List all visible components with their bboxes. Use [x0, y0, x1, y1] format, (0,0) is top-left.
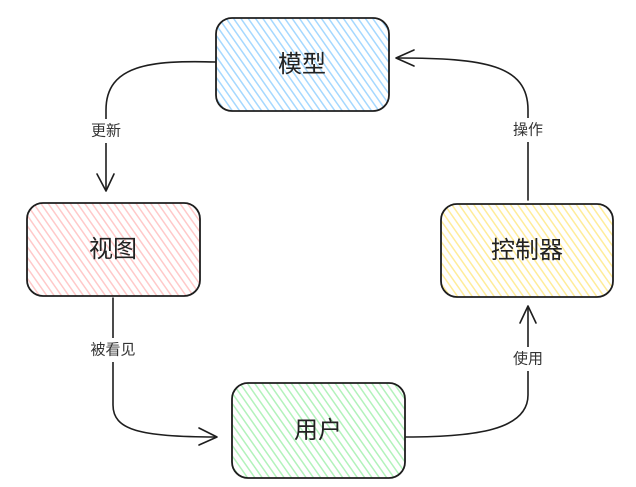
node-model-border [215, 17, 390, 112]
edge-view-to-user: 被看见 [82, 297, 218, 446]
node-user-label: 用户 [294, 416, 342, 444]
arrowhead-view-to-user [198, 427, 218, 446]
arrowhead-user-to-controller [519, 305, 537, 324]
edge-label-update: 更新 [91, 122, 121, 140]
node-controller-border [440, 203, 614, 298]
label-bg [78, 119, 134, 143]
edge-controller-to-model: 操作 [395, 49, 553, 201]
arrow-view-to-user [112, 297, 217, 438]
edge-model-to-view: 更新 [78, 60, 217, 192]
node-model: 模型 [215, 17, 390, 112]
node-user-fill [232, 383, 405, 478]
node-view: 视图 [26, 202, 201, 297]
node-view-label: 视图 [89, 235, 137, 263]
edge-label-operate: 操作 [513, 121, 543, 139]
node-user-border [231, 382, 406, 479]
node-controller-label: 控制器 [491, 236, 563, 264]
node-controller: 控制器 [440, 203, 614, 298]
label-bg [503, 347, 553, 371]
label-bg [82, 338, 144, 362]
node-user: 用户 [231, 382, 406, 479]
node-model-label: 模型 [278, 50, 326, 78]
arrowhead-model-to-view [96, 173, 115, 192]
label-bg [503, 118, 553, 142]
edge-label-seen: 被看见 [90, 341, 135, 359]
edge-user-to-controller: 使用 [405, 305, 553, 438]
node-view-fill [27, 203, 200, 296]
arrow-user-to-controller [405, 307, 529, 438]
node-controller-fill [441, 204, 613, 297]
arrow-controller-to-model [396, 57, 529, 201]
node-view-border [26, 202, 201, 297]
arrowhead-controller-to-model [395, 49, 415, 67]
node-model-fill [216, 18, 389, 111]
edge-label-use: 使用 [513, 350, 543, 368]
arrow-model-to-view [105, 60, 217, 191]
